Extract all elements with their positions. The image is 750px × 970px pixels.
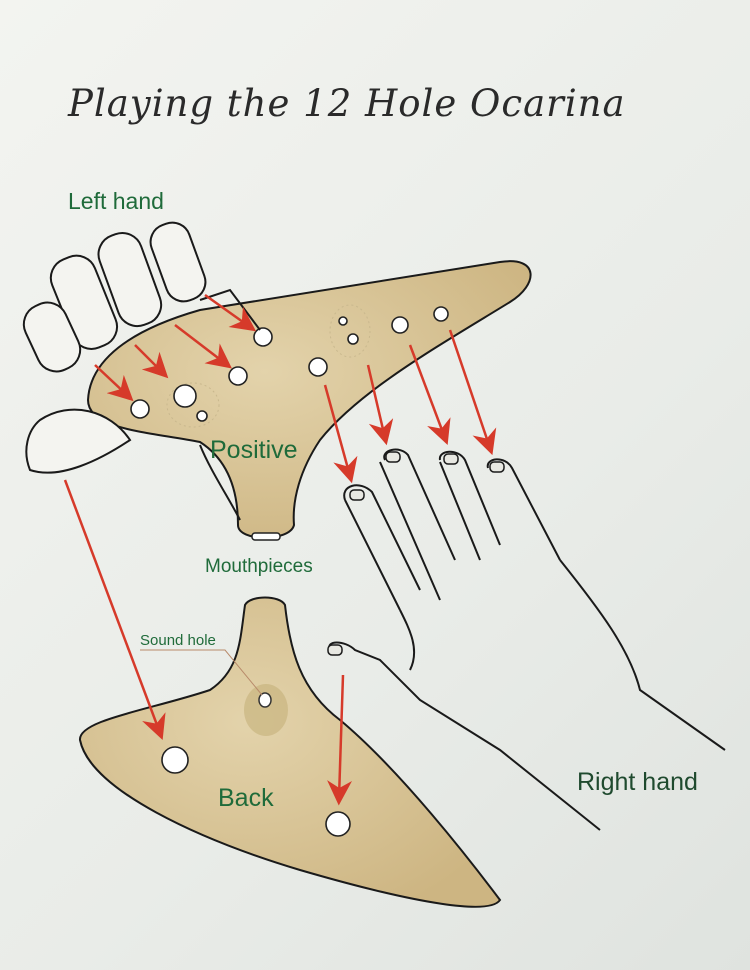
hole [173, 384, 197, 408]
left-hand-drawing [22, 221, 261, 521]
sound-hole [258, 692, 272, 708]
positive-label: Positive [210, 436, 298, 464]
hole [433, 306, 449, 322]
arrow [174, 324, 232, 369]
arrow [63, 479, 166, 741]
page-title: Playing the 12 Hole Ocarina [68, 82, 626, 125]
arrow [448, 329, 497, 456]
hole [228, 366, 248, 386]
hole [196, 410, 208, 422]
arrow [94, 364, 134, 402]
sound-hole-label: Sound hole [140, 632, 216, 649]
arrow [366, 364, 394, 446]
arrow [134, 344, 169, 379]
back-hole-thumb-left [161, 746, 189, 774]
hole [253, 327, 273, 347]
arrow [408, 344, 451, 446]
arrow [327, 674, 353, 806]
left-hand-label: Left hand [68, 188, 164, 214]
mouthpiece-slot [251, 532, 281, 541]
mouthpieces-label: Mouthpieces [205, 556, 313, 577]
hole [130, 399, 150, 419]
hole [308, 357, 328, 377]
ocarina-front [86, 260, 532, 539]
arrow [204, 293, 257, 332]
hole [391, 316, 409, 334]
sound-hole-leader [140, 649, 263, 696]
back-label: Back [218, 784, 274, 812]
hole [347, 333, 359, 345]
finger-arrows [63, 293, 497, 806]
back-hole-thumb-right [325, 811, 351, 837]
hole [338, 316, 348, 326]
ocarina-back [78, 596, 502, 908]
front-holes [130, 306, 449, 422]
right-hand-label: Right hand [577, 768, 698, 796]
arrow [323, 384, 358, 484]
